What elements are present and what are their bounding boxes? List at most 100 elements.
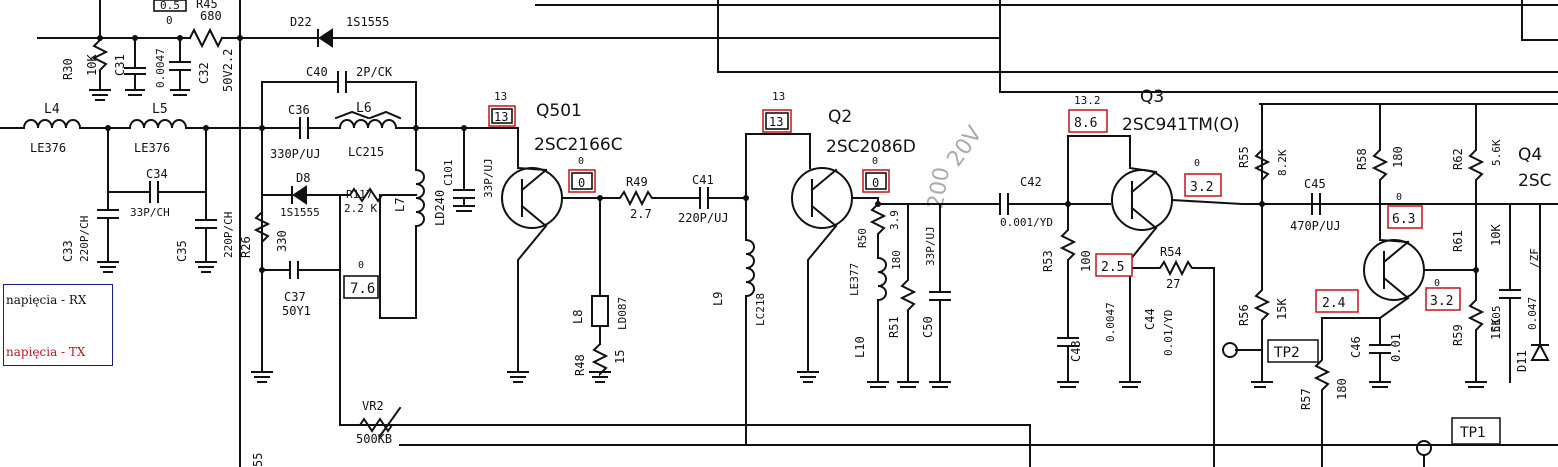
label-r30: R30 [61,58,75,80]
label-r57-value: 180 [1335,378,1349,400]
label-c105-value: 0.047 [1526,297,1539,330]
rx-v-q501-col: 13 [494,90,507,103]
legend-tx-label: napięcia - TX [6,345,86,359]
top-voltage-zero: 0 [166,14,173,27]
rx-v-76: 7.6 [350,281,375,297]
label-q3-value: 2SC941TM(O) [1122,115,1240,135]
label-r49: R49 [626,175,648,189]
label-vr2-value: 500KB [356,432,392,446]
tx-v-q501-base: 0 [578,176,585,190]
label-c40-value: 2P/CK [356,65,393,79]
tx-v-q4-emit: 2.4 [1322,296,1346,311]
label-r51: R51 [887,316,901,338]
rx-v-r61: 0 [1434,278,1440,289]
label-c101: C101 [442,160,455,187]
label-c105: C105 [1490,306,1503,333]
label-d22: D22 [290,15,312,29]
label-l10: L10 [853,336,867,358]
label-l4: L4 [44,102,60,117]
label-c50-value: 33P/UJ [924,226,937,266]
label-l9-value: LC218 [754,293,767,326]
label-r51-value: 180 [890,250,903,270]
label-d11: D11 [1515,350,1529,372]
label-l5-value: LE376 [134,141,170,155]
tx-voltages: 13 0 13 0 8.6 3.2 2.5 6.3 3.2 2.4 [488,105,1461,313]
voltage-legend: napięcia - RX napięcia - TX [3,284,113,366]
label-q3: Q3 [1140,87,1164,107]
label-q4: Q4 [1518,145,1542,165]
label-r62-value: 5.6K [1490,139,1503,166]
label-r62: R62 [1451,148,1465,170]
label-l9: L9 [711,292,725,306]
label-vr2: VR2 [362,399,384,413]
tx-v-q2-col: 13 [769,115,783,129]
label-q501: Q501 [536,101,582,121]
label-c44-value: 0.01/YD [1162,310,1175,356]
tx-v-q3-base: 3.2 [1190,180,1213,195]
label-r45-value: 680 [200,9,222,23]
tp1-label: TP1 [1459,425,1486,441]
label-c41-value: 220P/UJ [678,211,729,225]
label-c32: C32 [197,62,211,84]
label-c31-value: 0.0047 [154,48,167,88]
handwritten-notes: 20V 200 [923,122,987,211]
label-c43-value: 0.0047 [1104,302,1117,342]
label-d22-value: 1S1555 [346,15,389,29]
label-l8-value: LD087 [616,297,629,330]
q4-stage [1222,103,1550,467]
label-l4-value: LE376 [30,141,66,155]
label-c33: C33 [61,240,75,262]
label-r26: R26 [239,236,253,258]
label-c35-value: 220P/CH [222,212,235,258]
rx-v-q3-col: 13.2 [1074,94,1101,107]
label-r50: R50 [856,228,869,248]
label-l8: L8 [571,310,585,324]
label-l5: L5 [152,102,168,117]
input-network [0,71,1558,467]
label-edge-55: 55 [251,453,265,467]
label-d8-value: 1S1555 [280,206,320,219]
label-c45-value: 470P/UJ [1290,219,1341,233]
rx-v-q2-base: 0 [872,156,878,167]
test-points: TP2 TP1 [1267,339,1501,445]
label-c37-value: 50Y1 [282,304,311,318]
label-l7-value: LD240 [433,190,447,226]
label-c44: C44 [1143,308,1157,330]
label-c37: C37 [284,290,306,304]
label-r26-value: 330 [275,230,289,252]
label-c101-value: 33P/UJ [482,158,495,198]
label-c41: C41 [692,173,714,187]
label-c45: C45 [1304,177,1326,191]
label-l6: L6 [356,101,372,116]
rx-voltages: 13 0 13 0 13.2 0 0 0 0 7.6 [343,90,1440,299]
label-c33-value: 220P/CH [78,216,91,262]
label-r59-value: 15K [1489,318,1503,340]
label-c36: C36 [288,103,310,117]
tx-v-q3-emit: 2.5 [1101,260,1124,275]
label-c34: C34 [146,167,168,181]
tx-v-q501-col: 13 [494,110,508,124]
label-r59: R59 [1451,324,1465,346]
tx-v-q4-base: 3.2 [1430,294,1453,309]
label-r54: R54 [1160,245,1182,259]
label-l7: L7 [393,198,407,212]
label-c34-value: 33P/CH [130,206,170,219]
tx-v-q2-base: 0 [872,176,879,190]
label-r53: R53 [1041,250,1055,272]
label-r61-value: 10K [1489,224,1503,246]
label-q2-value: 2SC2086D [826,137,916,157]
label-r56-value: 15K [1275,298,1289,320]
rx-v-76-top: 0 [358,260,364,271]
label-r57: R57 [1299,388,1313,410]
label-l10-value: LE377 [848,263,861,296]
label-q2: Q2 [828,107,852,127]
tx-v-q4-col: 6.3 [1392,212,1415,227]
label-r45: R45 [196,0,218,11]
label-c32-value: 50V2.2 [221,49,235,92]
tx-v-q3-col: 8.6 [1074,116,1097,131]
label-r55: R55 [1237,146,1251,168]
handwritten-note-a: 20V [942,122,987,172]
label-r117: R117 [346,188,373,201]
label-r117-value: 2.2 K [344,202,377,215]
